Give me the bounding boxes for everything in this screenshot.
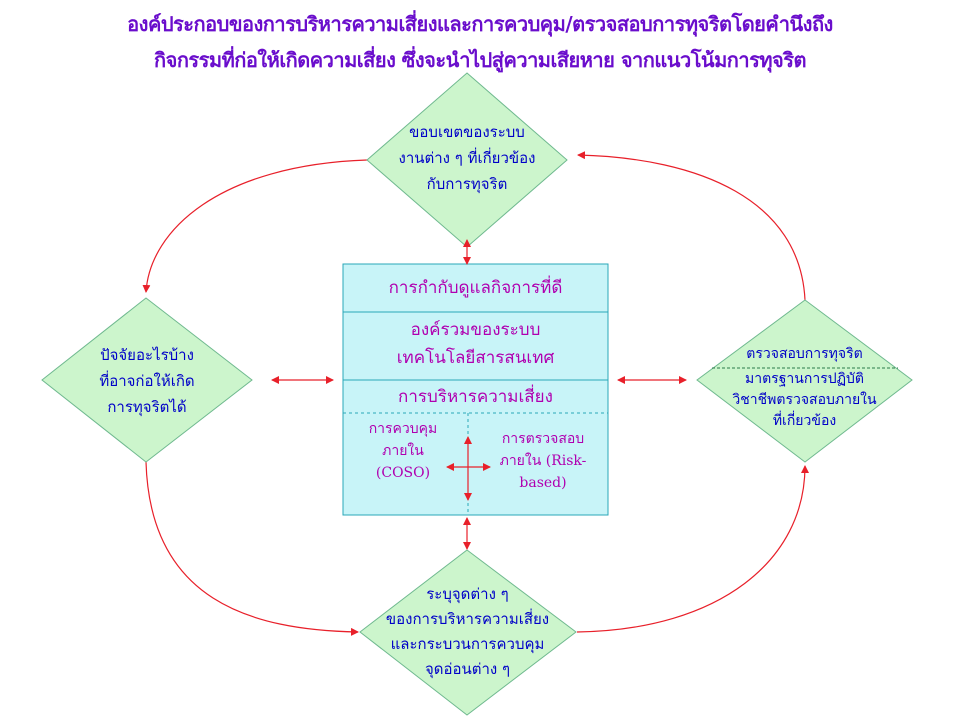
title-line-1: องค์ประกอบของการบริหารความเสี่ยงและการคว… (127, 12, 833, 36)
text-line: กับการทุจริต (426, 175, 508, 193)
arc-bottom-to-right (576, 465, 809, 633)
text-line: based) (519, 475, 567, 491)
title-line-2: กิจกรรมที่ก่อให้เกิดความเสี่ยง ซึ่งจะนำไ… (153, 48, 807, 72)
text-line: ระบุจุดต่าง ๆ (426, 585, 509, 603)
text-line: ปัจจัยอะไรบ้าง (100, 346, 194, 364)
text-line: ภายใน (Risk- (499, 453, 587, 469)
text-line: งานต่าง ๆ ที่เกี่ยวข้อง (398, 149, 536, 167)
text-line: องค์รวมของระบบ (410, 320, 541, 340)
text-header: ตรวจสอบการทุจริต (746, 346, 863, 362)
text-line: มาตรฐานการปฏิบัติ (745, 371, 864, 387)
text-line: เทคโนโลยีสารสนเทศ (396, 348, 555, 368)
center-box (342, 263, 609, 516)
text-line: ที่อาจก่อให้เกิด (99, 372, 195, 390)
text-line: ขอบเขตของระบบ (409, 123, 525, 141)
diamond-left-text: ปัจจัยอะไรบ้าง ที่อาจก่อให้เกิด การทุจริ… (42, 342, 252, 420)
diamond-bottom-text: ระบุจุดต่าง ๆ ของการบริหารความเสี่ยง และ… (350, 582, 585, 682)
box-cell-internal-control: การควบคุม ภายใน (COSO) (343, 418, 463, 484)
diamond-left (41, 297, 253, 463)
box-cell-internal-audit: การตรวจสอบ ภายใน (Risk- based) (478, 428, 608, 494)
text-line: การตรวจสอบ (501, 431, 585, 447)
diamond-bottom (359, 549, 577, 716)
text-line: ของการบริหารความเสี่ยง (385, 610, 550, 628)
arc-right-to-top (577, 151, 806, 301)
text-line: การควบคุม (368, 421, 438, 437)
box-row-it-system: องค์รวมของระบบ เทคโนโลยีสารสนเทศ (343, 316, 608, 372)
text-line: วิชาชีพตรวจสอบภายใน (732, 392, 877, 408)
diamond-right-text: ตรวจสอบการทุจริต มาตรฐานการปฏิบัติ วิชาช… (697, 344, 912, 432)
text-line: (COSO) (375, 465, 431, 481)
text-line: ภายใน (382, 443, 424, 459)
text-line: และกระบวนการควบคุม (390, 635, 545, 653)
box-row-risk-management: การบริหารความเสี่ยง (398, 387, 553, 407)
arc-left-to-bottom (145, 461, 359, 636)
box-row-governance: การกำกับดูแลกิจการที่ดี (388, 278, 563, 298)
diamond-right (696, 299, 913, 463)
arc-top-to-left (142, 159, 368, 293)
text-line: การทุจริตได้ (107, 398, 187, 416)
text-line: จุดอ่อนต่าง ๆ (424, 660, 511, 678)
diamond-top-text: ขอบเขตของระบบ งานต่าง ๆ ที่เกี่ยวข้อง กั… (367, 119, 567, 197)
text-line: ที่เกี่ยวข้อง (772, 413, 837, 429)
